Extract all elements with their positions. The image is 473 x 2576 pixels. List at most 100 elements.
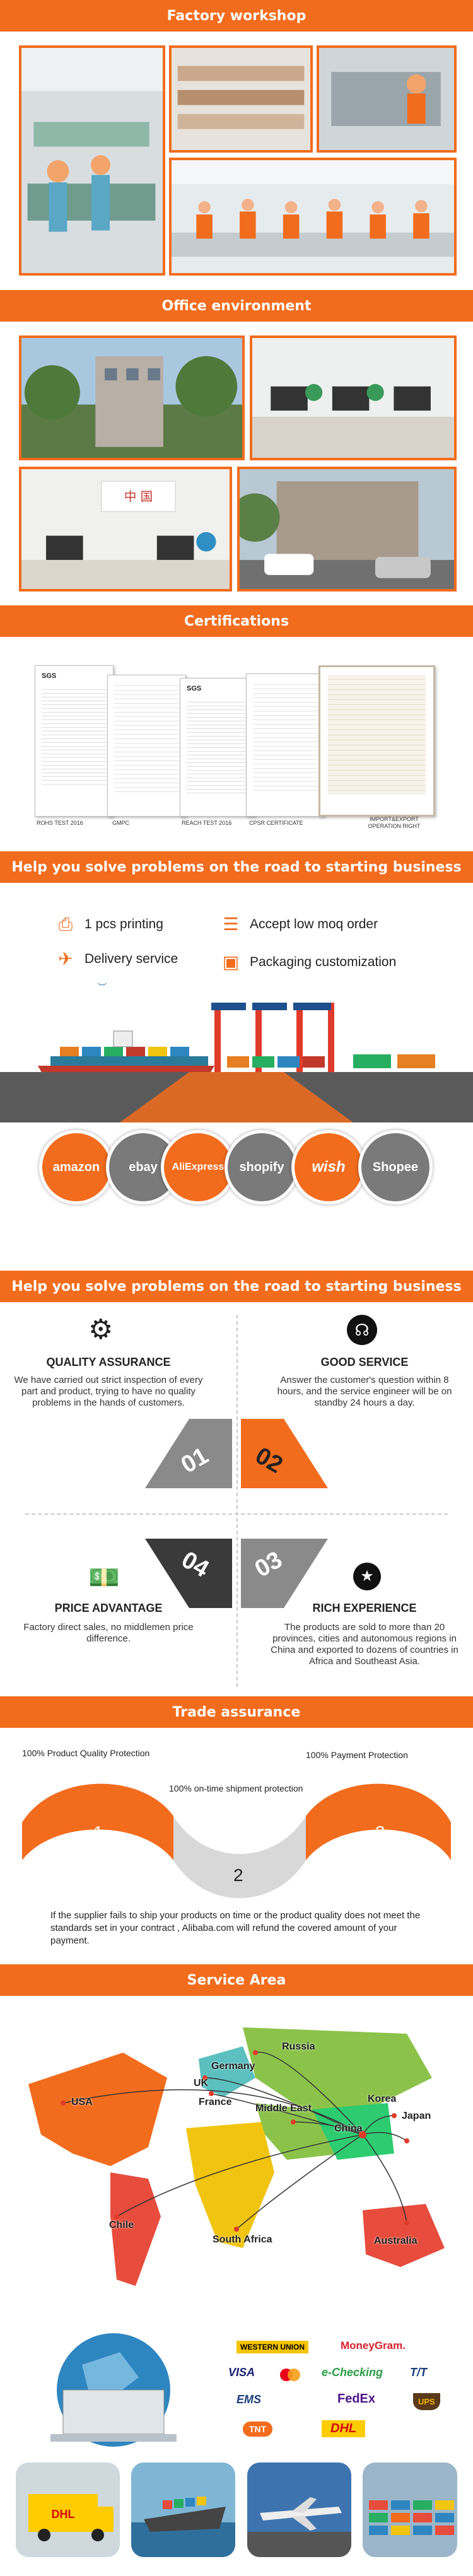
feature-description: Answer the customer's question within 8 … bbox=[277, 1375, 452, 1408]
world-map: Russia Germany UK France USA Middle East… bbox=[16, 2008, 457, 2311]
trade-wave-graphic: 1 2 3 bbox=[16, 1759, 457, 1904]
service-label: Accept low moq order bbox=[250, 917, 378, 931]
factory-photo-2 bbox=[169, 45, 313, 153]
service-item: ▣ Packaging customization bbox=[221, 952, 397, 972]
shopee-logo: Shopee bbox=[358, 1130, 433, 1204]
dhl-truck-photo: DHL bbox=[16, 2462, 120, 2557]
ems-logo: EMS bbox=[237, 2393, 262, 2406]
package-icon: ▣ bbox=[222, 952, 240, 972]
certificate-reach: SGS bbox=[180, 678, 255, 817]
mastercard-logo bbox=[277, 2367, 303, 2382]
section-title: Office environment bbox=[161, 298, 312, 314]
ups-logo: UPS bbox=[413, 2393, 440, 2410]
map-label: Germany bbox=[211, 2061, 255, 2072]
western-union-logo: WESTERN UNION bbox=[237, 2341, 308, 2353]
section-header-help-1: Help you solve problems on the road to s… bbox=[0, 851, 473, 883]
divider-horizontal bbox=[25, 1513, 448, 1515]
visa-logo: VISA bbox=[228, 2366, 255, 2379]
section-header-help-2: Help you solve problems on the road to s… bbox=[0, 1271, 473, 1302]
certificate-label: REACH TEST 2016 bbox=[182, 820, 232, 826]
map-label: China bbox=[334, 2123, 363, 2134]
fedex-logo: FedEx bbox=[337, 2392, 376, 2406]
document-icon: ☰ bbox=[223, 914, 239, 934]
svg-text:中 国: 中 国 bbox=[124, 489, 153, 504]
svg-text:DHL: DHL bbox=[52, 2508, 75, 2521]
office-photo-3: 中 国 bbox=[19, 467, 232, 592]
certificate-cpsr bbox=[246, 673, 325, 817]
gears-icon: ⚙ bbox=[88, 1314, 114, 1345]
section-title: Trade assurance bbox=[172, 1704, 301, 1720]
chevron-down-icon: ︶ bbox=[98, 982, 107, 993]
feature-title: QUALITY ASSURANCE bbox=[46, 1356, 171, 1368]
printer-icon: ⎙ bbox=[58, 914, 73, 934]
money-icon: 💵 bbox=[88, 1564, 120, 1592]
map-label: Australia bbox=[374, 2235, 418, 2246]
dhl-logo: DHL bbox=[322, 2420, 366, 2437]
service-label: 1 pcs printing bbox=[85, 917, 163, 931]
feature-title: GOOD SERVICE bbox=[320, 1356, 409, 1368]
section-header-office: Office environment bbox=[0, 290, 473, 322]
service-label: Delivery service bbox=[85, 952, 178, 966]
container-port-photo bbox=[363, 2462, 457, 2557]
cargo-ship-photo bbox=[131, 2462, 235, 2557]
map-label: UK bbox=[194, 2078, 209, 2089]
map-label: Chile bbox=[109, 2220, 134, 2230]
echecking-logo: e-Checking bbox=[322, 2366, 383, 2379]
section-title: Service Area bbox=[187, 1972, 286, 1988]
airplane-photo bbox=[247, 2462, 351, 2557]
section-title: Certifications bbox=[184, 613, 289, 629]
step-number: 1 bbox=[93, 1822, 103, 1842]
feature-description: We have carried out strict inspection of… bbox=[14, 1375, 203, 1408]
office-photo-4 bbox=[237, 467, 457, 592]
section-title: Help you solve problems on the road to s… bbox=[11, 859, 462, 875]
office-photo-1 bbox=[19, 335, 245, 460]
certificate-label: IMPORT&EXPORT OPERATION RIGHT bbox=[368, 816, 421, 829]
shipping-port-illustration bbox=[0, 996, 473, 1122]
step-number: 2 bbox=[233, 1865, 243, 1885]
section-header-service: Service Area bbox=[0, 1964, 473, 1996]
office-photo-2 bbox=[250, 335, 457, 460]
map-label: Russia bbox=[282, 2041, 315, 2052]
section-header-trade: Trade assurance bbox=[0, 1696, 473, 1728]
section-title: Help you solve problems on the road to s… bbox=[11, 1278, 462, 1295]
step-number: 3 bbox=[375, 1822, 385, 1842]
section-header-certs: Certifications bbox=[0, 605, 473, 637]
tt-logo: T/T bbox=[410, 2366, 427, 2379]
section-title: Factory workshop bbox=[166, 8, 307, 24]
factory-photo-4 bbox=[169, 158, 457, 276]
factory-photo-3 bbox=[317, 45, 457, 153]
laptop-globe-illustration bbox=[19, 2327, 208, 2453]
section-header-factory: Factory workshop bbox=[0, 0, 473, 32]
amazon-logo: amazon bbox=[39, 1130, 114, 1204]
trade-label: 100% on-time shipment protection bbox=[169, 1783, 303, 1793]
aliexpress-logo: AliExpress bbox=[161, 1130, 235, 1204]
factory-photo-1 bbox=[19, 45, 165, 276]
map-label: Korea bbox=[368, 2094, 397, 2104]
wish-logo: wish bbox=[291, 1130, 366, 1204]
certificate-import-export bbox=[318, 665, 435, 817]
map-label: France bbox=[199, 2097, 232, 2107]
map-label: Middle East bbox=[255, 2103, 312, 2114]
divider-vertical bbox=[237, 1315, 238, 1687]
shopify-logo: shopify bbox=[225, 1130, 299, 1204]
feature-title: RICH EXPERIENCE bbox=[312, 1602, 417, 1614]
trade-label: 100% Payment Protection bbox=[306, 1750, 408, 1760]
medal-icon: ★ bbox=[353, 1563, 381, 1590]
certificate-label: ROHS TEST 2016 bbox=[37, 820, 83, 826]
service-label: Packaging customization bbox=[250, 955, 397, 969]
map-label: Japan bbox=[402, 2111, 431, 2121]
numbered-quadrants: 01 02 04 03 bbox=[126, 1413, 347, 1614]
certificate-gmpc bbox=[107, 675, 186, 817]
map-label: South Africa bbox=[213, 2234, 272, 2245]
airplane-icon: ✈ bbox=[58, 949, 73, 969]
moneygram-logo: MoneyGram. bbox=[341, 2340, 406, 2352]
service-item: ⎙ 1 pcs printing bbox=[55, 914, 163, 935]
feature-description: The products are sold to more than 20 pr… bbox=[271, 1622, 458, 1667]
certificate-label: CPSR CERTIFICATE bbox=[249, 820, 303, 826]
service-item: ✈ Delivery service bbox=[55, 949, 178, 969]
trade-assurance-note: If the supplier fails to ship your produ… bbox=[50, 1910, 421, 1946]
certificate-label: GMPC bbox=[112, 820, 129, 826]
headset-icon: ☊ bbox=[347, 1315, 377, 1345]
map-label: USA bbox=[71, 2097, 93, 2107]
feature-description: Factory direct sales, no middlemen price… bbox=[23, 1622, 194, 1644]
